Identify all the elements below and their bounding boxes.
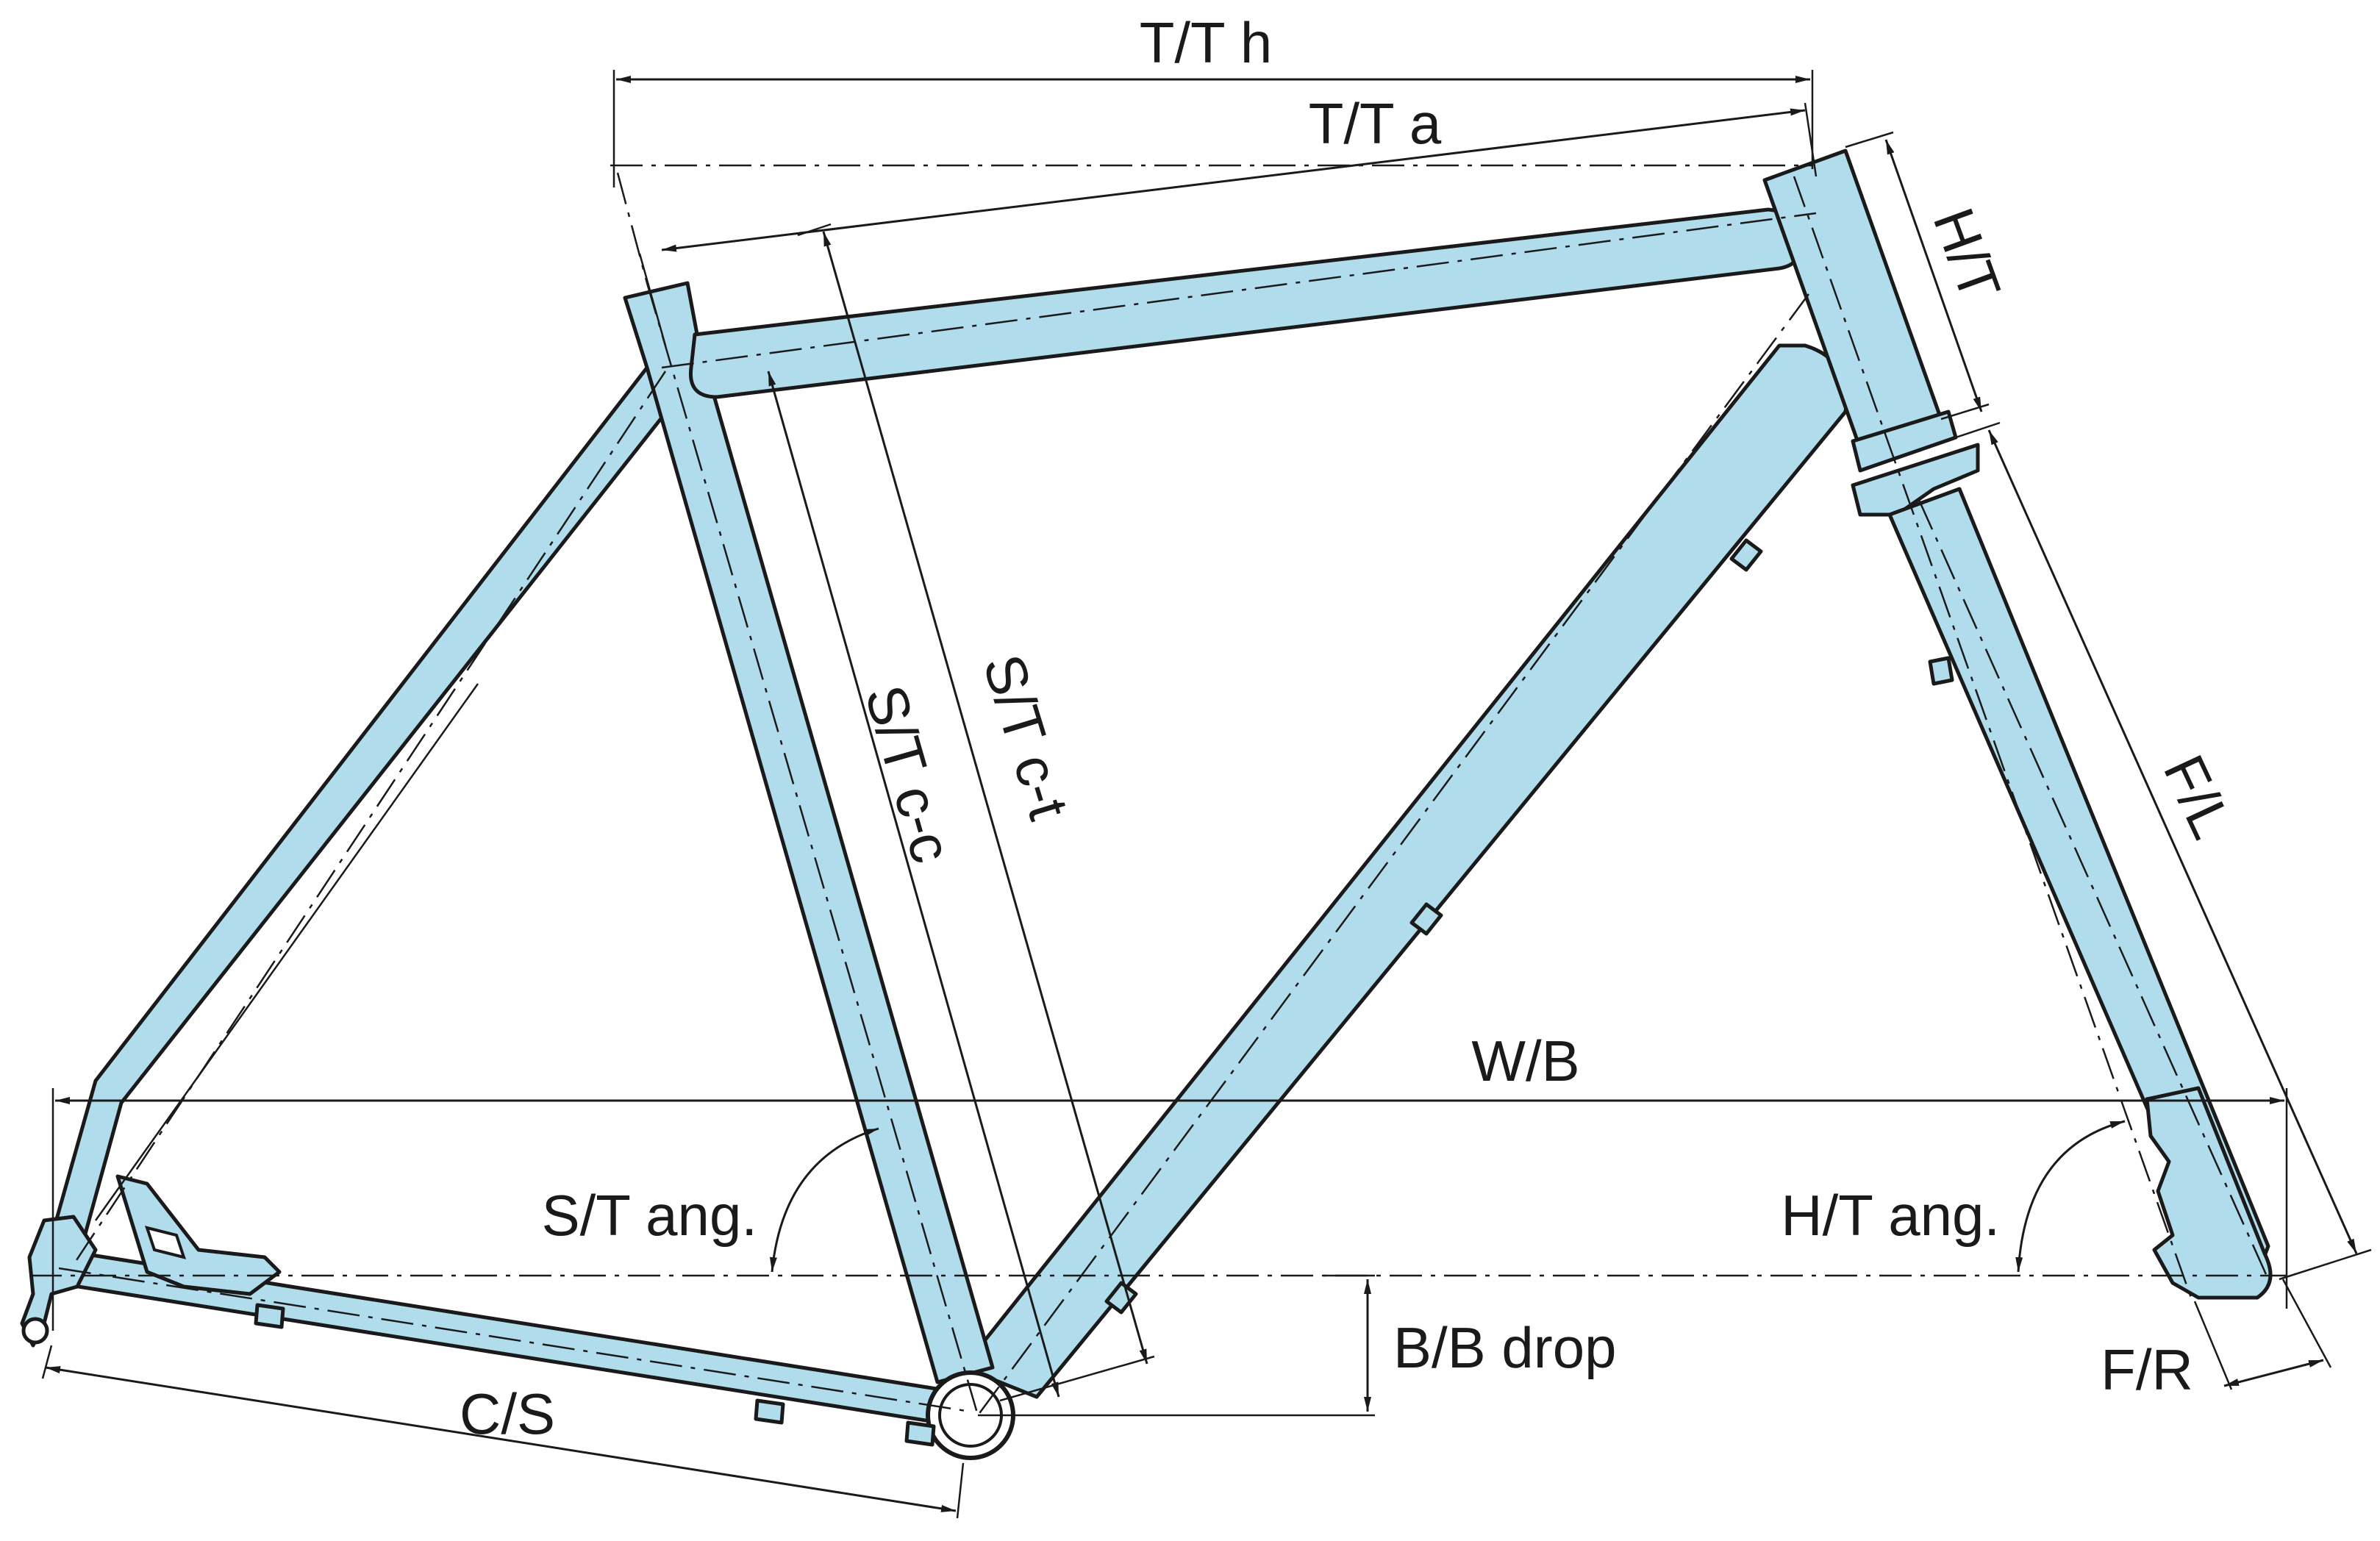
- seat-tube-ct-dim: [822, 231, 1148, 1365]
- fork-crown: [1851, 443, 1980, 517]
- fork-rake-dim: [2223, 1359, 2324, 1387]
- head-tube-dim: [1884, 139, 1983, 412]
- head-tube-angle-arc: [2015, 1120, 2126, 1273]
- label-tt-actual: T/T a: [1309, 91, 1442, 156]
- cable-guide-1: [1729, 538, 1763, 572]
- chainstay-boss-1: [254, 1303, 285, 1329]
- label-seat-tube-angle: S/T ang.: [542, 1183, 757, 1248]
- labels: T/T h T/T a H/T S/T c-t S/T c-c F/L W/B …: [460, 10, 2245, 1446]
- seat-stay: [48, 365, 686, 1252]
- chainstay-boss-2: [754, 1398, 785, 1425]
- rear-axle: [21, 1317, 49, 1345]
- label-bb-drop: B/B drop: [1393, 1315, 1617, 1380]
- seat-tube-angle-arc: [769, 1127, 879, 1273]
- brake-mount-hole: [144, 1226, 187, 1259]
- tt-actual-dim: [661, 108, 1806, 252]
- label-wheelbase: W/B: [1471, 1029, 1579, 1093]
- seat-tube-extension: [616, 172, 648, 284]
- label-seat-tube-cc: S/T c-c: [853, 678, 965, 869]
- label-chainstay: C/S: [460, 1381, 555, 1446]
- label-seat-tube-ct: S/T c-t: [971, 647, 1082, 826]
- label-head-tube-angle: H/T ang.: [1781, 1183, 2000, 1248]
- fork-boss: [1928, 656, 1954, 686]
- chainstay-dim: [45, 1366, 957, 1512]
- down-tube: [961, 343, 1848, 1399]
- label-head-tube: H/T: [1921, 200, 2014, 309]
- brake-mount: [115, 1174, 282, 1296]
- label-fork-rake: F/R: [2101, 1337, 2193, 1402]
- label-tt-horizontal: T/T h: [1140, 10, 1273, 75]
- dimensions: [41, 70, 2372, 1519]
- fork-length-dim: [1987, 429, 2358, 1254]
- fork-dropout: [2145, 1086, 2273, 1300]
- chainstay-boss-3: [904, 1420, 936, 1447]
- seat-stay-centerline: [72, 371, 667, 1265]
- frame: [20, 149, 2273, 1460]
- cable-guide-2: [1409, 902, 1443, 936]
- rear-seatstay-thin: [94, 683, 479, 1221]
- label-fork-length: F/L: [2151, 746, 2245, 848]
- seat-tube-cc-dim: [767, 371, 1060, 1398]
